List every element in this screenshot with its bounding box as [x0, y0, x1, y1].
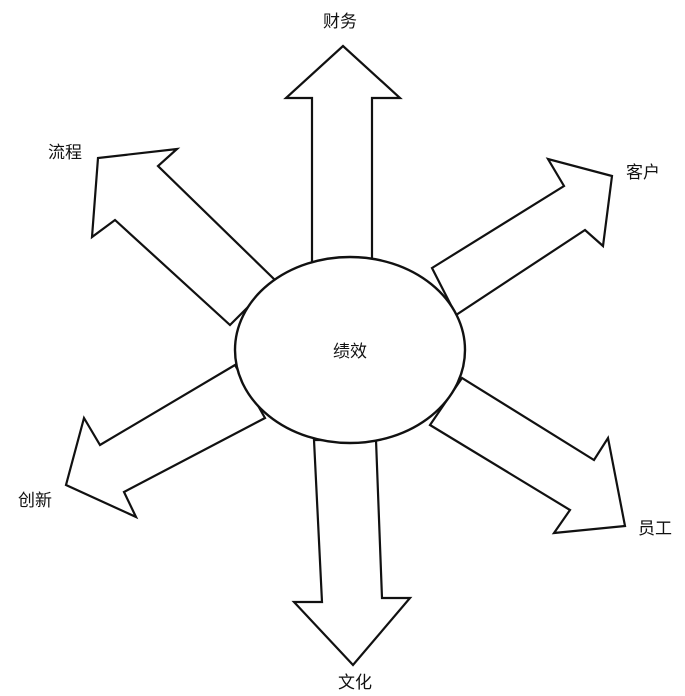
arrow-employee — [428, 376, 627, 535]
arrow-culture — [291, 438, 413, 667]
label-innovation: 创新 — [18, 491, 52, 511]
label-culture: 文化 — [338, 673, 372, 693]
arrow-process — [90, 147, 277, 327]
center-label: 绩效 — [333, 342, 367, 362]
label-employee: 员工 — [638, 519, 672, 539]
label-customer: 客户 — [626, 163, 660, 183]
arrow-innovation — [64, 363, 267, 520]
arrows — [64, 44, 627, 667]
performance-hub — [233, 255, 467, 445]
label-process: 流程 — [48, 143, 82, 163]
label-finance: 财务 — [323, 12, 357, 32]
arrow-finance — [283, 44, 403, 264]
arrow-customer — [430, 157, 614, 317]
